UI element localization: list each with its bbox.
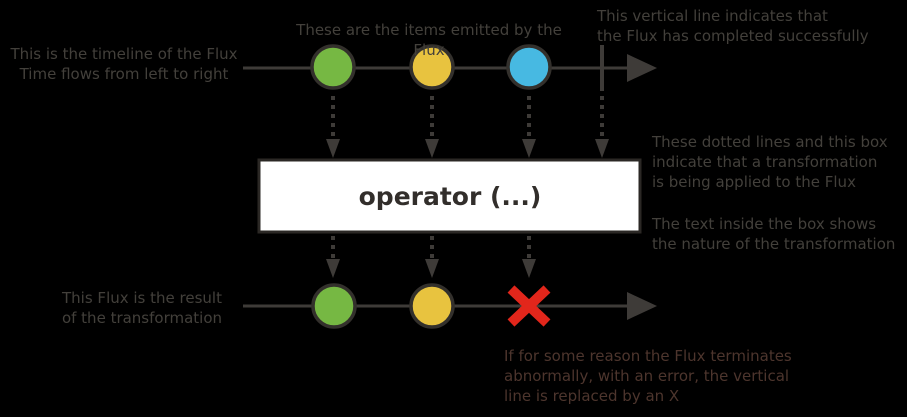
annotation-timeline: This is the timeline of the Flux Time fl… (10, 45, 238, 83)
dotted-arrowhead-icon (425, 259, 439, 278)
operator-box: operator (...) (257, 158, 642, 234)
annotation-completion: This vertical line indicates that the Fl… (597, 7, 869, 45)
emitted-item-circle-green (310, 44, 356, 90)
source-flux-timeline (243, 44, 657, 91)
dotted-arrowhead-icon (522, 139, 536, 158)
annotation-result: This Flux is the result of the transform… (61, 289, 223, 327)
error-x-stroke (507, 285, 551, 327)
transform-arrows-in (326, 96, 609, 158)
emitted-item-circle-blue (506, 44, 552, 90)
annotation-items-emitted: These are the items emitted by the Flux (296, 21, 562, 59)
annotation-box-text: The text inside the box shows the nature… (652, 215, 896, 253)
dotted-arrowhead-icon (425, 139, 439, 158)
source-timeline-arrowhead-icon (627, 54, 657, 82)
dotted-arrowhead-icon (326, 259, 340, 278)
result-timeline-arrowhead-icon (627, 292, 657, 320)
result-flux-timeline (243, 283, 657, 329)
dotted-arrowhead-icon (595, 139, 609, 158)
error-x-icon (507, 285, 551, 327)
annotation-transformation: These dotted lines and this box indicate… (652, 133, 888, 191)
transform-arrows-out (326, 236, 536, 278)
emitted-item-circle-yellow (409, 44, 455, 90)
operator-label: operator (...) (359, 182, 542, 211)
annotation-error: If for some reason the Flux terminates a… (504, 347, 792, 405)
operator-box-rect (257, 158, 642, 234)
dotted-arrowhead-icon (522, 259, 536, 278)
result-item-circle-green (311, 283, 357, 329)
result-item-circle-yellow (409, 283, 455, 329)
dotted-arrowhead-icon (326, 139, 340, 158)
